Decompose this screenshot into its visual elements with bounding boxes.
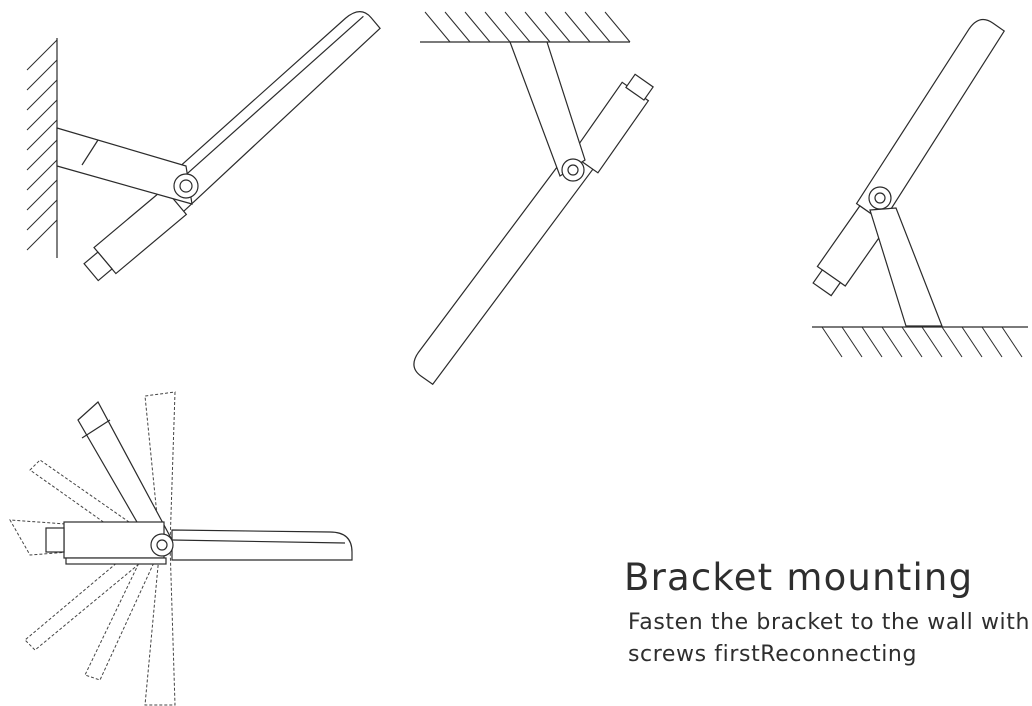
section-heading: Bracket mounting <box>624 556 974 599</box>
floor-lamp <box>812 18 1006 297</box>
ceiling-lamp <box>413 73 654 386</box>
wall-arm <box>56 127 193 205</box>
wall-lamp <box>83 11 381 282</box>
side-lamp-driver <box>63 521 165 559</box>
floor-arm <box>869 207 943 327</box>
instruction-text-block: Bracket mounting Fasten the bracket to t… <box>624 556 1032 671</box>
instruction-description: Fasten the bracket to the wall with scre… <box>628 610 1031 667</box>
floor-hatch <box>812 326 1028 358</box>
cable-gland <box>45 527 65 553</box>
side-lamp-body <box>171 529 353 561</box>
ceiling-arm <box>509 41 586 177</box>
